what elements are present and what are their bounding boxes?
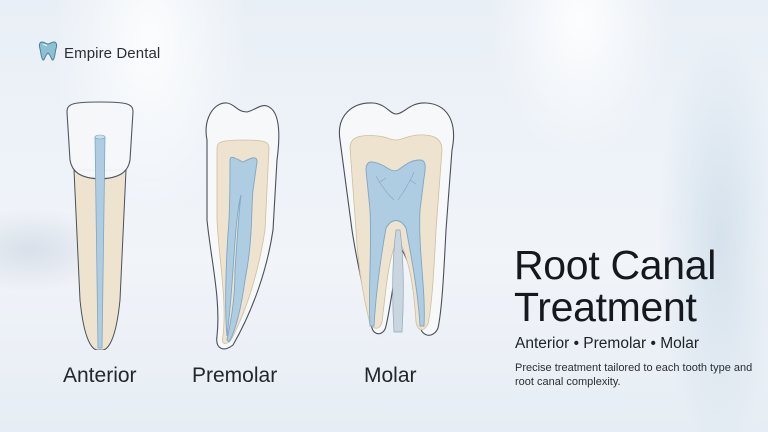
description: Precise treatment tailored to each tooth…: [515, 362, 753, 388]
page-title: Root Canal Treatment: [514, 244, 716, 328]
title-line-2: Treatment: [514, 284, 697, 330]
tooth-label-molar: Molar: [364, 364, 417, 387]
brand-logo: Empire Dental: [38, 40, 160, 67]
tooth-label-premolar: Premolar: [192, 364, 278, 387]
title-line-1: Root Canal: [514, 242, 717, 288]
molar-tooth-illustration: [328, 100, 463, 340]
premolar-tooth-illustration: [195, 100, 290, 350]
anterior-tooth-illustration: [60, 100, 140, 350]
tooth-icon: [38, 40, 58, 67]
brand-name: Empire Dental: [64, 45, 161, 62]
subtitle: Anterior • Premolar • Molar: [515, 335, 699, 352]
tooth-label-anterior: Anterior: [63, 364, 137, 387]
